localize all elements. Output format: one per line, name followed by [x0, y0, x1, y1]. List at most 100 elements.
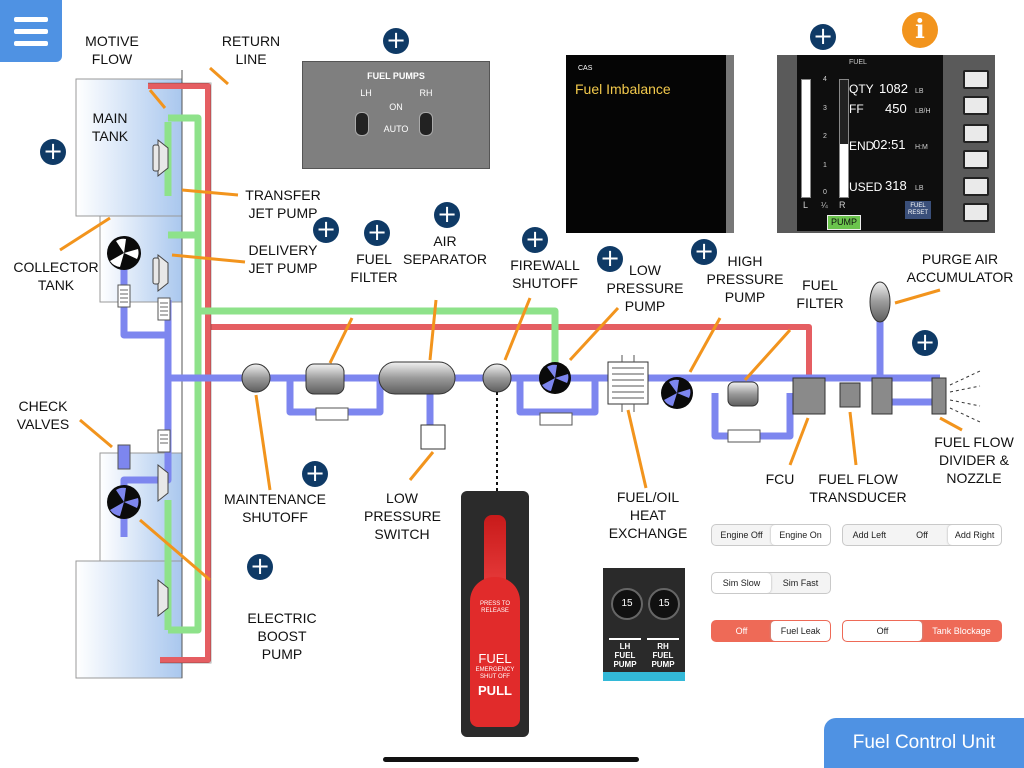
purge-air-accumulator-body [869, 281, 891, 323]
add-button-fuel-filter[interactable]: + [364, 220, 390, 246]
gauge-r-label: R [839, 200, 846, 210]
fuel-pumps-panel: FUEL PUMPS LH RH ON AUTO [302, 61, 490, 169]
heat-exchanger-body [607, 361, 649, 405]
ff-value: 450 [885, 101, 907, 116]
fuel-display-key-3[interactable] [963, 124, 989, 143]
rh-breaker[interactable]: 15 [648, 588, 680, 620]
right-tank-gauge-fill [840, 144, 848, 197]
add-button-fuel-display[interactable]: + [810, 24, 836, 50]
label-check-valves: CHECK VALVES [16, 398, 70, 432]
menu-button[interactable] [0, 0, 62, 62]
fuel-filter-1-body [305, 363, 345, 395]
fuel-display-key-4[interactable] [963, 150, 989, 169]
add-button-low-pressure-pump[interactable]: + [597, 246, 623, 272]
cas-message: Fuel Imbalance [575, 81, 671, 97]
fcu-body [792, 377, 826, 415]
tank-blockage-on-option[interactable]: Tank Blockage [932, 626, 991, 636]
gauge-tick-0: 0 [823, 189, 827, 196]
manifold-body [871, 377, 893, 415]
label-electric-boost-pump: ELECTRIC BOOST PUMP [247, 610, 317, 662]
add-left-option[interactable]: Add Left [852, 530, 887, 540]
add-button-fuel-pumps[interactable]: + [383, 28, 409, 54]
boost-pump-upper [107, 236, 141, 270]
right-tank-gauge [839, 79, 849, 198]
label-maintenance-shutoff: MAINTENANCE SHUTOFF [224, 491, 326, 525]
add-button-electric-boost-pump[interactable]: + [247, 554, 273, 580]
gauge-tick-3: 3 [823, 105, 827, 112]
fuel-leak-segmented-control: Off Fuel Leak [711, 620, 831, 642]
label-air-separator: AIR SEPARATOR [402, 233, 488, 267]
sim-slow-option[interactable]: Sim Slow [712, 573, 771, 593]
gauge-tick-4: 4 [823, 76, 827, 83]
label-purge-air-accumulator: PURGE AIR ACCUMULATOR [906, 251, 1014, 285]
fuel-display-key-5[interactable] [963, 177, 989, 196]
fuel-display-key-2[interactable] [963, 96, 989, 115]
low-pressure-switch-body [420, 424, 446, 450]
used-value: 318 [885, 178, 907, 193]
add-button-maintenance-shutoff[interactable]: + [302, 461, 328, 487]
emergency-shutoff-handle[interactable]: PRESS TO RELEASE FUEL EMERGENCY SHUT OFF… [461, 491, 529, 737]
high-pressure-pump-symbol [661, 377, 693, 409]
label-collector-tank: COLLECTOR TANK [13, 259, 99, 293]
label-delivery-jet-pump: DELIVERY JET PUMP [248, 242, 318, 276]
label-fuel-oil-heat-exchange: FUEL/OIL HEAT EXCHANGE [608, 489, 688, 541]
info-button[interactable]: i [902, 12, 938, 48]
pump-breaker-panel: 15 15 LH FUEL PUMP RH FUEL PUMP [603, 568, 685, 681]
lh-breaker-label: LH FUEL PUMP [609, 638, 641, 669]
fuel-control-unit-button[interactable]: Fuel Control Unit [824, 718, 1024, 768]
ff-label: FF [849, 102, 864, 116]
fuel-display: FUEL 4 3 2 1 0 L ¼ R QTY 1082 LB FF 450 … [797, 55, 943, 231]
add-button-high-pressure-pump[interactable]: + [691, 239, 717, 265]
motive-flow-line [168, 114, 202, 634]
used-label: USED [849, 180, 883, 194]
fuel-pumps-rh-label: RH [419, 88, 433, 98]
pump-badge: PUMP [827, 215, 861, 230]
fuel-filter-2-body [727, 381, 759, 407]
home-indicator [383, 757, 639, 762]
rh-pump-switch[interactable] [419, 112, 433, 136]
label-high-pressure-pump: HIGH PRESSURE PUMP [706, 253, 784, 305]
tank-blockage-off-option[interactable]: Off [843, 621, 922, 641]
qty-value: 1082 [879, 81, 908, 96]
add-button-air-separator[interactable]: + [434, 202, 460, 228]
add-button-main-tank[interactable]: + [40, 139, 66, 165]
add-button-nozzle[interactable]: + [912, 330, 938, 356]
label-main-tank: MAIN TANK [91, 110, 129, 144]
fuel-leak-off-option[interactable]: Off [735, 626, 748, 636]
fuel-display-key-1[interactable] [963, 70, 989, 89]
transducer-body [839, 382, 861, 408]
label-fuel-filter-2: FUEL FILTER [796, 277, 844, 311]
gauge-tick-2: 2 [823, 133, 827, 140]
handle-pull-text: PULL [478, 683, 512, 698]
cas-bezel [726, 55, 734, 233]
label-fuel-flow-divider-nozzle: FUEL FLOW DIVIDER & NOZZLE [934, 434, 1014, 486]
fuel-pumps-title: FUEL PUMPS [367, 71, 425, 81]
lh-breaker-value: 15 [621, 598, 633, 609]
add-button-delivery-jet-pump[interactable]: + [313, 217, 339, 243]
sim-fast-option[interactable]: Sim Fast [782, 578, 819, 588]
add-button-firewall-shutoff[interactable]: + [522, 227, 548, 253]
handle-press-text: PRESS TO RELEASE [479, 601, 511, 614]
breaker-panel-stripe [603, 672, 685, 681]
menu-icon [14, 17, 48, 22]
gauge-l-label: L [803, 200, 809, 210]
fuel-reset-button[interactable]: FUEL RESET [905, 201, 931, 219]
fuel-leak-on-option[interactable]: Fuel Leak [771, 621, 830, 641]
add-off-option[interactable]: Off [916, 530, 928, 540]
lh-pump-switch[interactable] [355, 112, 369, 136]
fuel-pumps-lh-label: LH [360, 88, 372, 98]
boost-pump-lower [107, 485, 141, 519]
gauge-quarter-label: ¼ [821, 201, 828, 210]
lh-breaker[interactable]: 15 [611, 588, 643, 620]
engine-on-option[interactable]: Engine On [771, 525, 830, 545]
ff-unit: LB/H [915, 108, 931, 115]
engine-off-option[interactable]: Engine Off [720, 530, 763, 540]
label-fuel-filter-1: FUEL FILTER [350, 251, 398, 285]
nozzle-body [931, 377, 947, 415]
add-right-option[interactable]: Add Right [948, 525, 1001, 545]
cas-display: CAS Fuel Imbalance [566, 55, 726, 233]
gauge-tick-1: 1 [823, 162, 827, 169]
fuel-display-key-6[interactable] [963, 203, 989, 222]
low-pressure-pump-symbol [539, 362, 571, 394]
